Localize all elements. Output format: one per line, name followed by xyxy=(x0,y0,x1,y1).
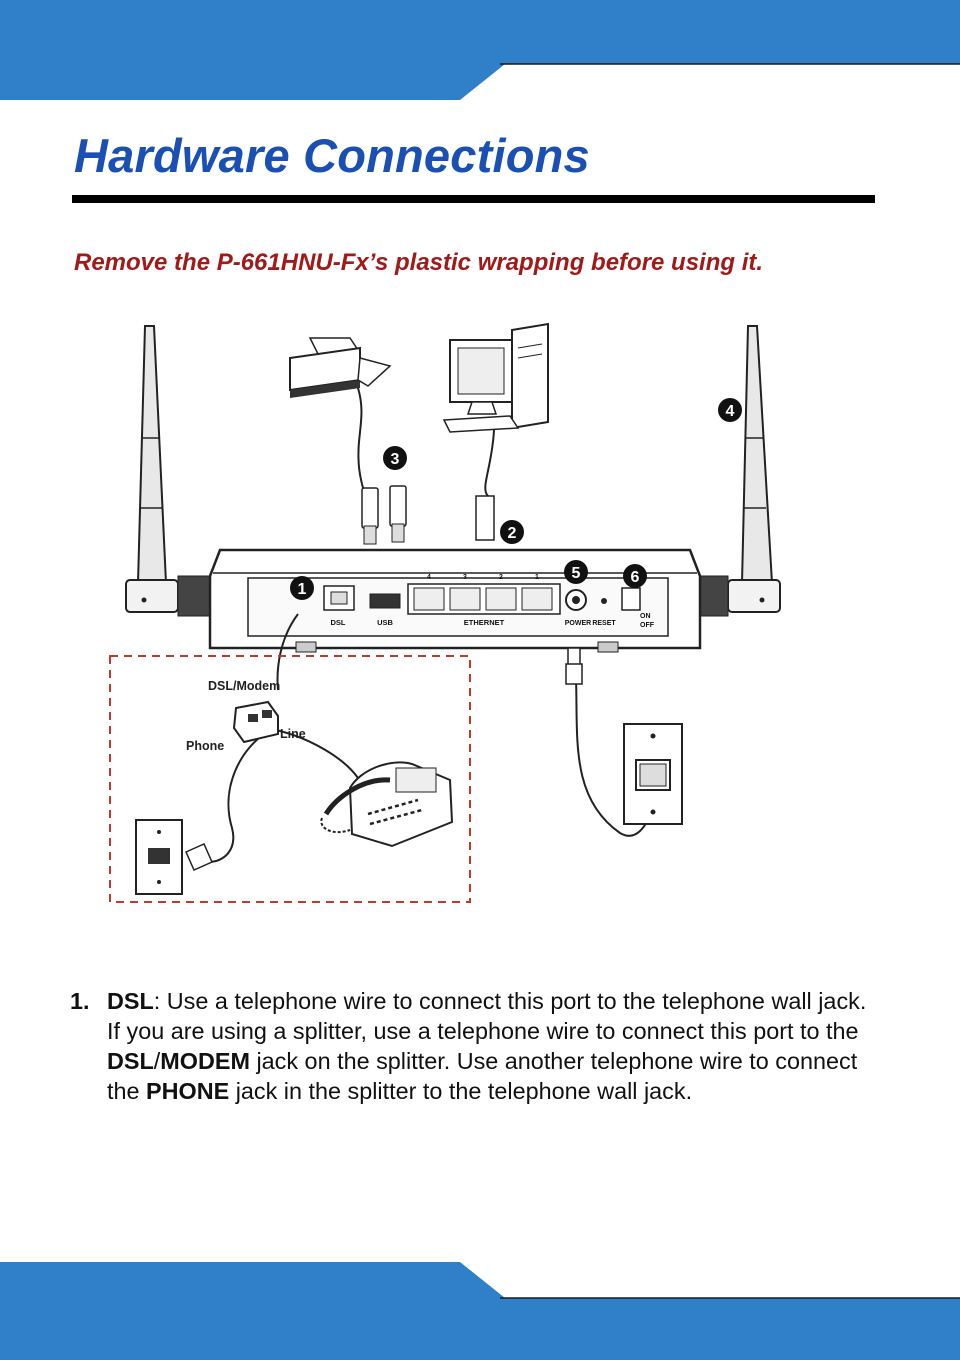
step-text-run: DSL xyxy=(107,988,154,1014)
reset-button xyxy=(601,598,607,604)
power-switch xyxy=(622,588,640,610)
callout-4-text: 4 xyxy=(726,403,735,420)
computer-icon xyxy=(444,324,548,432)
title-divider xyxy=(72,195,875,203)
ethernet-port-number: 1 xyxy=(535,574,539,581)
splitter-dsl-modem-label: DSL/Modem xyxy=(208,679,280,693)
callout-5: 5 xyxy=(564,560,588,584)
antenna-icon xyxy=(692,326,780,616)
callout-1-text: 1 xyxy=(298,581,307,598)
on-label: ON xyxy=(640,613,651,620)
callout-2: 2 xyxy=(500,520,524,544)
connection-diagram: DSL USB ETHERNET 4 3 2 1 POWER RESET ON … xyxy=(100,318,880,918)
header-band-shape xyxy=(0,0,960,100)
ethernet-ports xyxy=(408,584,560,614)
plastic-wrapping-notice: Remove the P-661HNU-Fx’s plastic wrappin… xyxy=(74,249,763,277)
ethernet-label: ETHERNET xyxy=(464,618,505,627)
power-plug xyxy=(566,648,582,684)
usb-port-label: USB xyxy=(377,618,393,627)
splitter-phone-label: Phone xyxy=(186,739,224,753)
router-icon: DSL USB ETHERNET 4 3 2 1 POWER RESET ON … xyxy=(210,550,700,652)
step-1: 1. DSL: Use a telephone wire to connect … xyxy=(70,986,870,1106)
ethernet-port-number: 3 xyxy=(463,574,467,581)
power-label: POWER xyxy=(565,620,591,627)
printer-icon xyxy=(290,338,390,398)
usb-port xyxy=(370,594,400,608)
header-band xyxy=(0,0,960,100)
callout-1: 1 xyxy=(290,576,314,600)
callout-5-text: 5 xyxy=(572,565,581,582)
callout-6-text: 6 xyxy=(631,569,640,586)
footer-band-shape xyxy=(0,1262,960,1360)
ethernet-plug xyxy=(476,496,494,540)
usb-stick-icon xyxy=(362,486,406,544)
splitter-line-label: Line xyxy=(280,727,306,741)
callout-4: 4 xyxy=(718,398,742,422)
callout-3-text: 3 xyxy=(391,451,400,468)
splitter-icon xyxy=(234,702,278,742)
step-text-run: MODEM xyxy=(160,1048,250,1074)
off-label: OFF xyxy=(640,622,655,629)
antenna-icon xyxy=(126,326,214,616)
callout-2-text: 2 xyxy=(508,525,517,542)
dsl-port-label: DSL xyxy=(331,618,346,627)
callout-3: 3 xyxy=(383,446,407,470)
ethernet-port-number: 2 xyxy=(499,574,503,581)
step-number: 1. xyxy=(70,986,90,1016)
wall-jack-icon xyxy=(136,820,212,894)
step-text-run: jack in the splitter to the telephone wa… xyxy=(229,1078,692,1104)
connection-diagram-svg: DSL USB ETHERNET 4 3 2 1 POWER RESET ON … xyxy=(100,318,880,918)
telephone-icon xyxy=(321,762,452,846)
reset-label: RESET xyxy=(592,620,616,627)
power-adapter-icon xyxy=(624,724,682,824)
step-text-run: PHONE xyxy=(146,1078,229,1104)
callout-6: 6 xyxy=(623,564,647,588)
footer-band xyxy=(0,1262,960,1360)
ethernet-port-number: 4 xyxy=(427,574,431,581)
step-text-run: DSL xyxy=(107,1048,154,1074)
step-text-run: : Use a telephone wire to connect this p… xyxy=(107,988,866,1044)
step-body: DSL: Use a telephone wire to connect thi… xyxy=(107,986,870,1106)
page-title: Hardware Connections xyxy=(74,128,590,183)
